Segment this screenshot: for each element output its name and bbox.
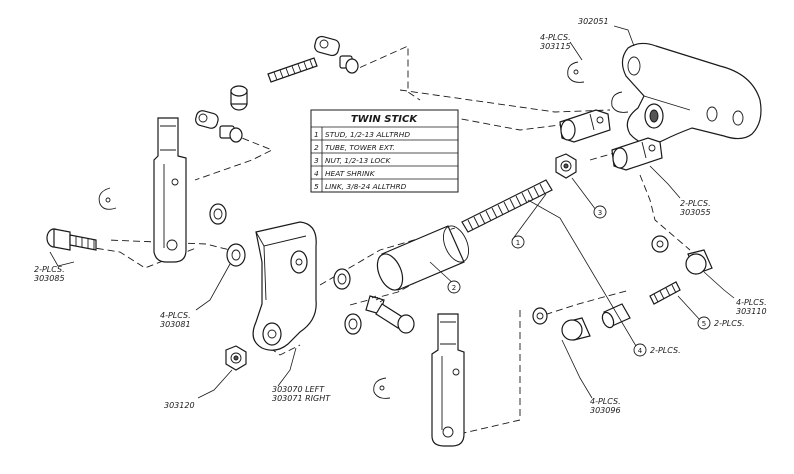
- parts-table-row-1-num: 1: [314, 130, 319, 139]
- lower-retaining-clip: [373, 377, 391, 399]
- parts-table-row-5-num: 5: [314, 182, 319, 191]
- parts-table-row-4-desc: HEAT SHRINK: [325, 169, 376, 178]
- item-bubble-5-text: 5: [702, 320, 706, 328]
- callout-303071: 303071 RIGHT: [272, 394, 331, 403]
- left-retaining-clip: [98, 187, 117, 210]
- rod-end-lower-303055: [611, 137, 663, 171]
- tower-extension-tube: [376, 225, 470, 291]
- bolt-303085: [46, 228, 97, 251]
- callout-303055-qty: 2-PLCS.: [680, 199, 711, 208]
- callout-303081: 303081: [160, 320, 191, 329]
- item-bubble-1: 1: [511, 235, 525, 249]
- clip-303115: [567, 61, 629, 113]
- lock-nut-303120: [225, 345, 247, 371]
- callout-303115-qty: 4-PLCS.: [540, 33, 571, 42]
- callout-item5-qty: 2-PLCS.: [714, 319, 745, 328]
- callout-303096-qty: 4-PLCS.: [590, 397, 621, 406]
- parts-table: TWIN STICK 1 STUD, 1/2-13 ALLTRHD 2 TUBE…: [310, 109, 459, 193]
- leader-lines: [49, 25, 735, 399]
- item-bubble-4: 4: [633, 343, 647, 357]
- parts-table-row-2-num: 2: [314, 143, 319, 152]
- mount-bracket-302051: [621, 42, 762, 145]
- right-control-stick: [431, 313, 465, 447]
- item-bubble-5: 5: [697, 316, 711, 330]
- callout-303115: 303115: [540, 42, 571, 51]
- parts-table-row-5-desc: LINK, 3/8-24 ALLTHRD: [325, 182, 407, 191]
- spacers-303110: [651, 235, 713, 275]
- item-bubble-1-text: 1: [516, 239, 520, 247]
- bushings-303081: [209, 203, 362, 335]
- spacers-303096: [532, 307, 591, 341]
- item-bubble-3: 3: [593, 205, 607, 219]
- parts-table-row-3-num: 3: [314, 156, 319, 165]
- callout-303070: 303070 LEFT: [272, 385, 325, 394]
- link-item-5: [649, 281, 681, 305]
- callout-303085: 303085: [34, 274, 65, 283]
- heat-shrink-item-4: [601, 303, 631, 329]
- parts-table-row-1-desc: STUD, 1/2-13 ALLTRHD: [325, 130, 410, 139]
- callout-303110: 303110: [736, 307, 767, 316]
- callout-303055: 303055: [680, 208, 711, 217]
- left-control-stick: [153, 117, 187, 263]
- callout-303081-qty: 4-PLCS.: [160, 311, 191, 320]
- part-callouts: 302051 4-PLCS. 303115 2-PLCS. 303055 4-P…: [34, 17, 767, 415]
- parts-table-row-2-desc: TUBE, TOWER EXT.: [325, 143, 395, 152]
- parts-table-row-4-num: 4: [314, 169, 319, 178]
- item-bubble-4-text: 4: [638, 347, 643, 355]
- callout-303096: 303096: [590, 406, 621, 415]
- item-bubble-2-text: 2: [452, 284, 456, 292]
- shoulder-bolt-middle: [365, 295, 415, 334]
- callout-303120: 303120: [164, 401, 195, 410]
- item-bubble-2: 2: [447, 280, 461, 294]
- callout-302051: 302051: [578, 17, 609, 26]
- pivot-bracket-303070: [252, 221, 317, 351]
- parts-table-row-3-desc: NUT, 1/2-13 LOCK: [325, 156, 391, 165]
- parts-table-title: TWIN STICK: [351, 114, 419, 125]
- lock-nut-item-3: [555, 153, 577, 179]
- rod-end-upper-303055: [559, 109, 611, 143]
- callout-303085-qty: 2-PLCS.: [34, 265, 65, 274]
- item-bubble-3-text: 3: [598, 209, 602, 217]
- callout-303110-qty: 4-PLCS.: [736, 298, 767, 307]
- long-stud-item-1: [461, 179, 553, 233]
- upper-rod-end-assembly: [195, 35, 359, 143]
- callout-item4-qty: 2-PLCS.: [650, 346, 681, 355]
